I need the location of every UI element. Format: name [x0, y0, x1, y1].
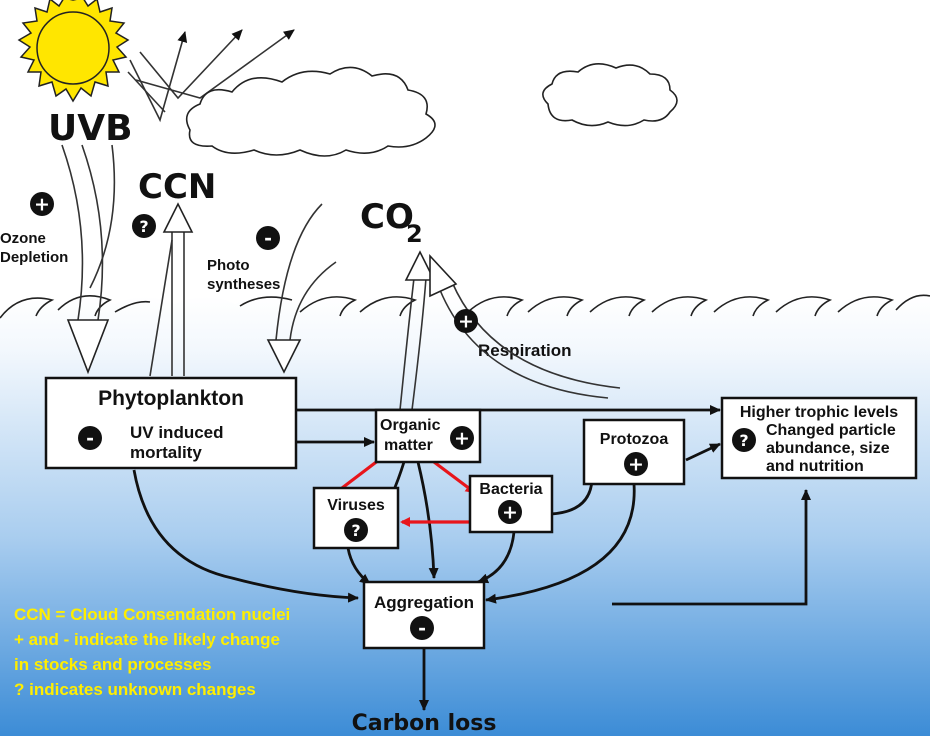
ozone-label-line2: Depletion: [0, 249, 68, 266]
svg-text:+: +: [454, 428, 470, 450]
arrow-organic-to-aggregation: [416, 461, 439, 579]
ccn-question-badge: ?: [132, 214, 156, 238]
arrow-protozoa-to-aggregation: [485, 483, 636, 604]
svg-text:+: +: [34, 194, 50, 216]
higher-trophic-line2: abundance, size: [766, 440, 890, 457]
arrow-aggregation-to-higher: [612, 489, 811, 606]
red-arrow-organic-to-bacteria: [433, 460, 476, 494]
legend-line4: ? indicates unknown changes: [14, 680, 256, 699]
wave-crests: [0, 294, 930, 319]
photo-label-line1: Photo: [207, 257, 250, 274]
aggregation-title: Aggregation: [374, 593, 474, 612]
higher-trophic-question-badge: ?: [732, 428, 756, 452]
aggregation-minus-badge: -: [410, 616, 434, 640]
photosynthesis-hollow-arrow: [266, 203, 337, 374]
photosyntheses-minus-badge: -: [256, 226, 280, 250]
svg-text:+: +: [458, 311, 474, 333]
higher-trophic-line1: Changed particle: [766, 422, 896, 439]
uvb-hollow-arrows: [61, 144, 116, 375]
phytoplankton-line1: UV induced: [130, 423, 224, 442]
ozone-label-line1: Ozone: [0, 230, 46, 247]
phytoplankton-title: Phytoplankton: [98, 387, 244, 410]
arrow-protozoa-to-higher: [685, 442, 721, 462]
cloud-icon: [185, 66, 436, 157]
svg-text:?: ?: [739, 431, 748, 450]
organic-matter-plus-badge: +: [450, 426, 474, 450]
respiration-hollow-arrow: [429, 253, 621, 399]
sun-icon: [17, 0, 130, 103]
svg-text:-: -: [418, 618, 426, 640]
co2-main: CO: [360, 197, 414, 237]
svg-text:-: -: [86, 428, 94, 450]
arrow-bacteria-to-aggregation: [477, 531, 516, 584]
protozoa-title: Protozoa: [600, 431, 669, 448]
ozone-plus-badge: +: [30, 192, 54, 216]
ccn-label: CCN: [138, 167, 216, 207]
co2-label: CO 2: [360, 197, 423, 248]
svg-text:+: +: [628, 454, 644, 476]
legend-line2: + and - indicate the likely change: [14, 630, 280, 649]
photo-label-line2: syntheses: [207, 276, 280, 293]
legend-line3: in stocks and processes: [14, 655, 211, 674]
cloud-small-icon: [542, 63, 678, 127]
carbon-loss-label: Carbon loss: [352, 711, 497, 736]
svg-text:?: ?: [139, 217, 148, 236]
aggregation-box: Aggregation: [362, 580, 486, 650]
svg-text:-: -: [264, 228, 272, 250]
phytoplankton-box: Phytoplankton UV induced mortality: [44, 376, 298, 470]
svg-text:?: ?: [351, 521, 360, 540]
sign-badges: + ? - + - + + + ? - ?: [30, 192, 756, 640]
arrow-phyto-to-aggregation: [132, 469, 359, 603]
flow-arrows: [132, 405, 811, 711]
bacteria-plus-badge: +: [498, 500, 522, 524]
svg-text:+: +: [502, 502, 518, 524]
protozoa-plus-badge: +: [624, 452, 648, 476]
phytoplankton-line2: mortality: [130, 443, 202, 462]
phytoplankton-minus-badge: -: [78, 426, 102, 450]
ccn-hollow-arrow: [149, 202, 194, 377]
legend-line1: CCN = Cloud Consendation nuclei: [14, 605, 290, 624]
organic-matter-line1: Organic: [380, 417, 441, 434]
viruses-title: Viruses: [327, 497, 385, 514]
arrow-bacteria-to-protozoa: [549, 479, 594, 516]
higher-trophic-title: Higher trophic levels: [740, 404, 898, 421]
organic-matter-line2: matter: [384, 437, 433, 454]
uvb-label: UVB: [48, 108, 133, 149]
legend: CCN = Cloud Consendation nuclei + and - …: [14, 605, 290, 699]
co2-hollow-arrow: [399, 250, 436, 411]
bacteria-title: Bacteria: [479, 481, 542, 498]
higher-trophic-line3: and nutrition: [766, 458, 864, 475]
co2-subscript: 2: [406, 220, 423, 248]
uv-reflection-rays: [127, 29, 295, 123]
respiration-plus-badge: +: [454, 309, 478, 333]
viruses-question-badge: ?: [344, 518, 368, 542]
